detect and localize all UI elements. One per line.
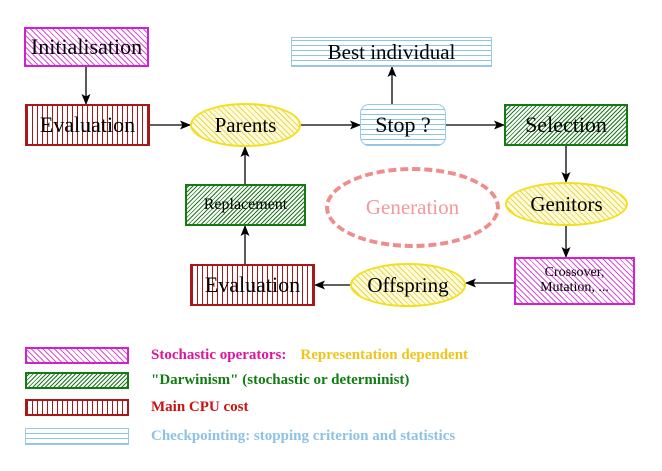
node-best-individual[interactable]: Best individual [291, 37, 492, 67]
node-parents[interactable]: Parents [190, 103, 301, 147]
legend-swatch-green-diagonal-hatch-icon [25, 372, 129, 389]
node-parents-label: Parents [214, 112, 277, 137]
node-initialisation-label: Initialisation [30, 34, 143, 60]
node-evaluation-top[interactable]: Evaluation [25, 104, 150, 146]
legend-label-main-cpu-cost: Main CPU cost [151, 399, 249, 415]
node-initialisation[interactable]: Initialisation [24, 27, 149, 67]
node-crossover-mutation[interactable]: Crossover, Mutation, ... [514, 257, 635, 305]
node-replacement-label: Replacement [203, 195, 288, 213]
node-stop[interactable]: Stop ? [360, 104, 446, 146]
legend-swatch-red-vertical-hatch-icon [25, 399, 129, 416]
legend-row-main-cpu-cost: Main CPU cost [25, 399, 249, 416]
node-generation-loop-label: Generation [365, 195, 460, 219]
node-genitors-label: Genitors [530, 191, 603, 216]
legend-swatch-magenta-diagonal-hatch-icon [25, 347, 129, 364]
legend-swatch-blue-horizontal-hatch-icon [25, 428, 129, 445]
node-best-individual-label: Best individual [327, 39, 456, 64]
node-stop-label: Stop ? [375, 112, 431, 138]
node-selection[interactable]: Selection [504, 104, 628, 146]
node-offspring-label: Offspring [367, 272, 449, 297]
node-replacement[interactable]: Replacement [185, 184, 306, 226]
node-evaluation-top-label: Evaluation [39, 112, 136, 138]
legend-row-stochastic-operators: Stochastic operators: Representation dep… [25, 347, 468, 364]
legend-label-representation-dependent: Representation dependent [300, 347, 469, 363]
legend-label-checkpointing: Checkpointing: stopping criterion and st… [151, 428, 456, 444]
legend-row-checkpointing: Checkpointing: stopping criterion and st… [25, 428, 455, 445]
node-evaluation-bottom-label: Evaluation [204, 272, 301, 298]
node-selection-label: Selection [525, 112, 607, 138]
node-generation-loop: Generation [325, 167, 500, 248]
legend-row-darwinism: "Darwinism" (stochastic or determinist) [25, 372, 409, 389]
node-evaluation-bottom[interactable]: Evaluation [190, 264, 315, 306]
node-crossover-mutation-label-line1: Crossover, [544, 265, 605, 281]
node-offspring[interactable]: Offspring [350, 263, 466, 307]
legend-label-stochastic-operators: Stochastic operators: [151, 347, 287, 363]
legend-label-darwinism: "Darwinism" (stochastic or determinist) [151, 372, 410, 388]
node-crossover-mutation-label-line2: Mutation, ... [540, 280, 609, 295]
node-genitors[interactable]: Genitors [505, 182, 628, 226]
